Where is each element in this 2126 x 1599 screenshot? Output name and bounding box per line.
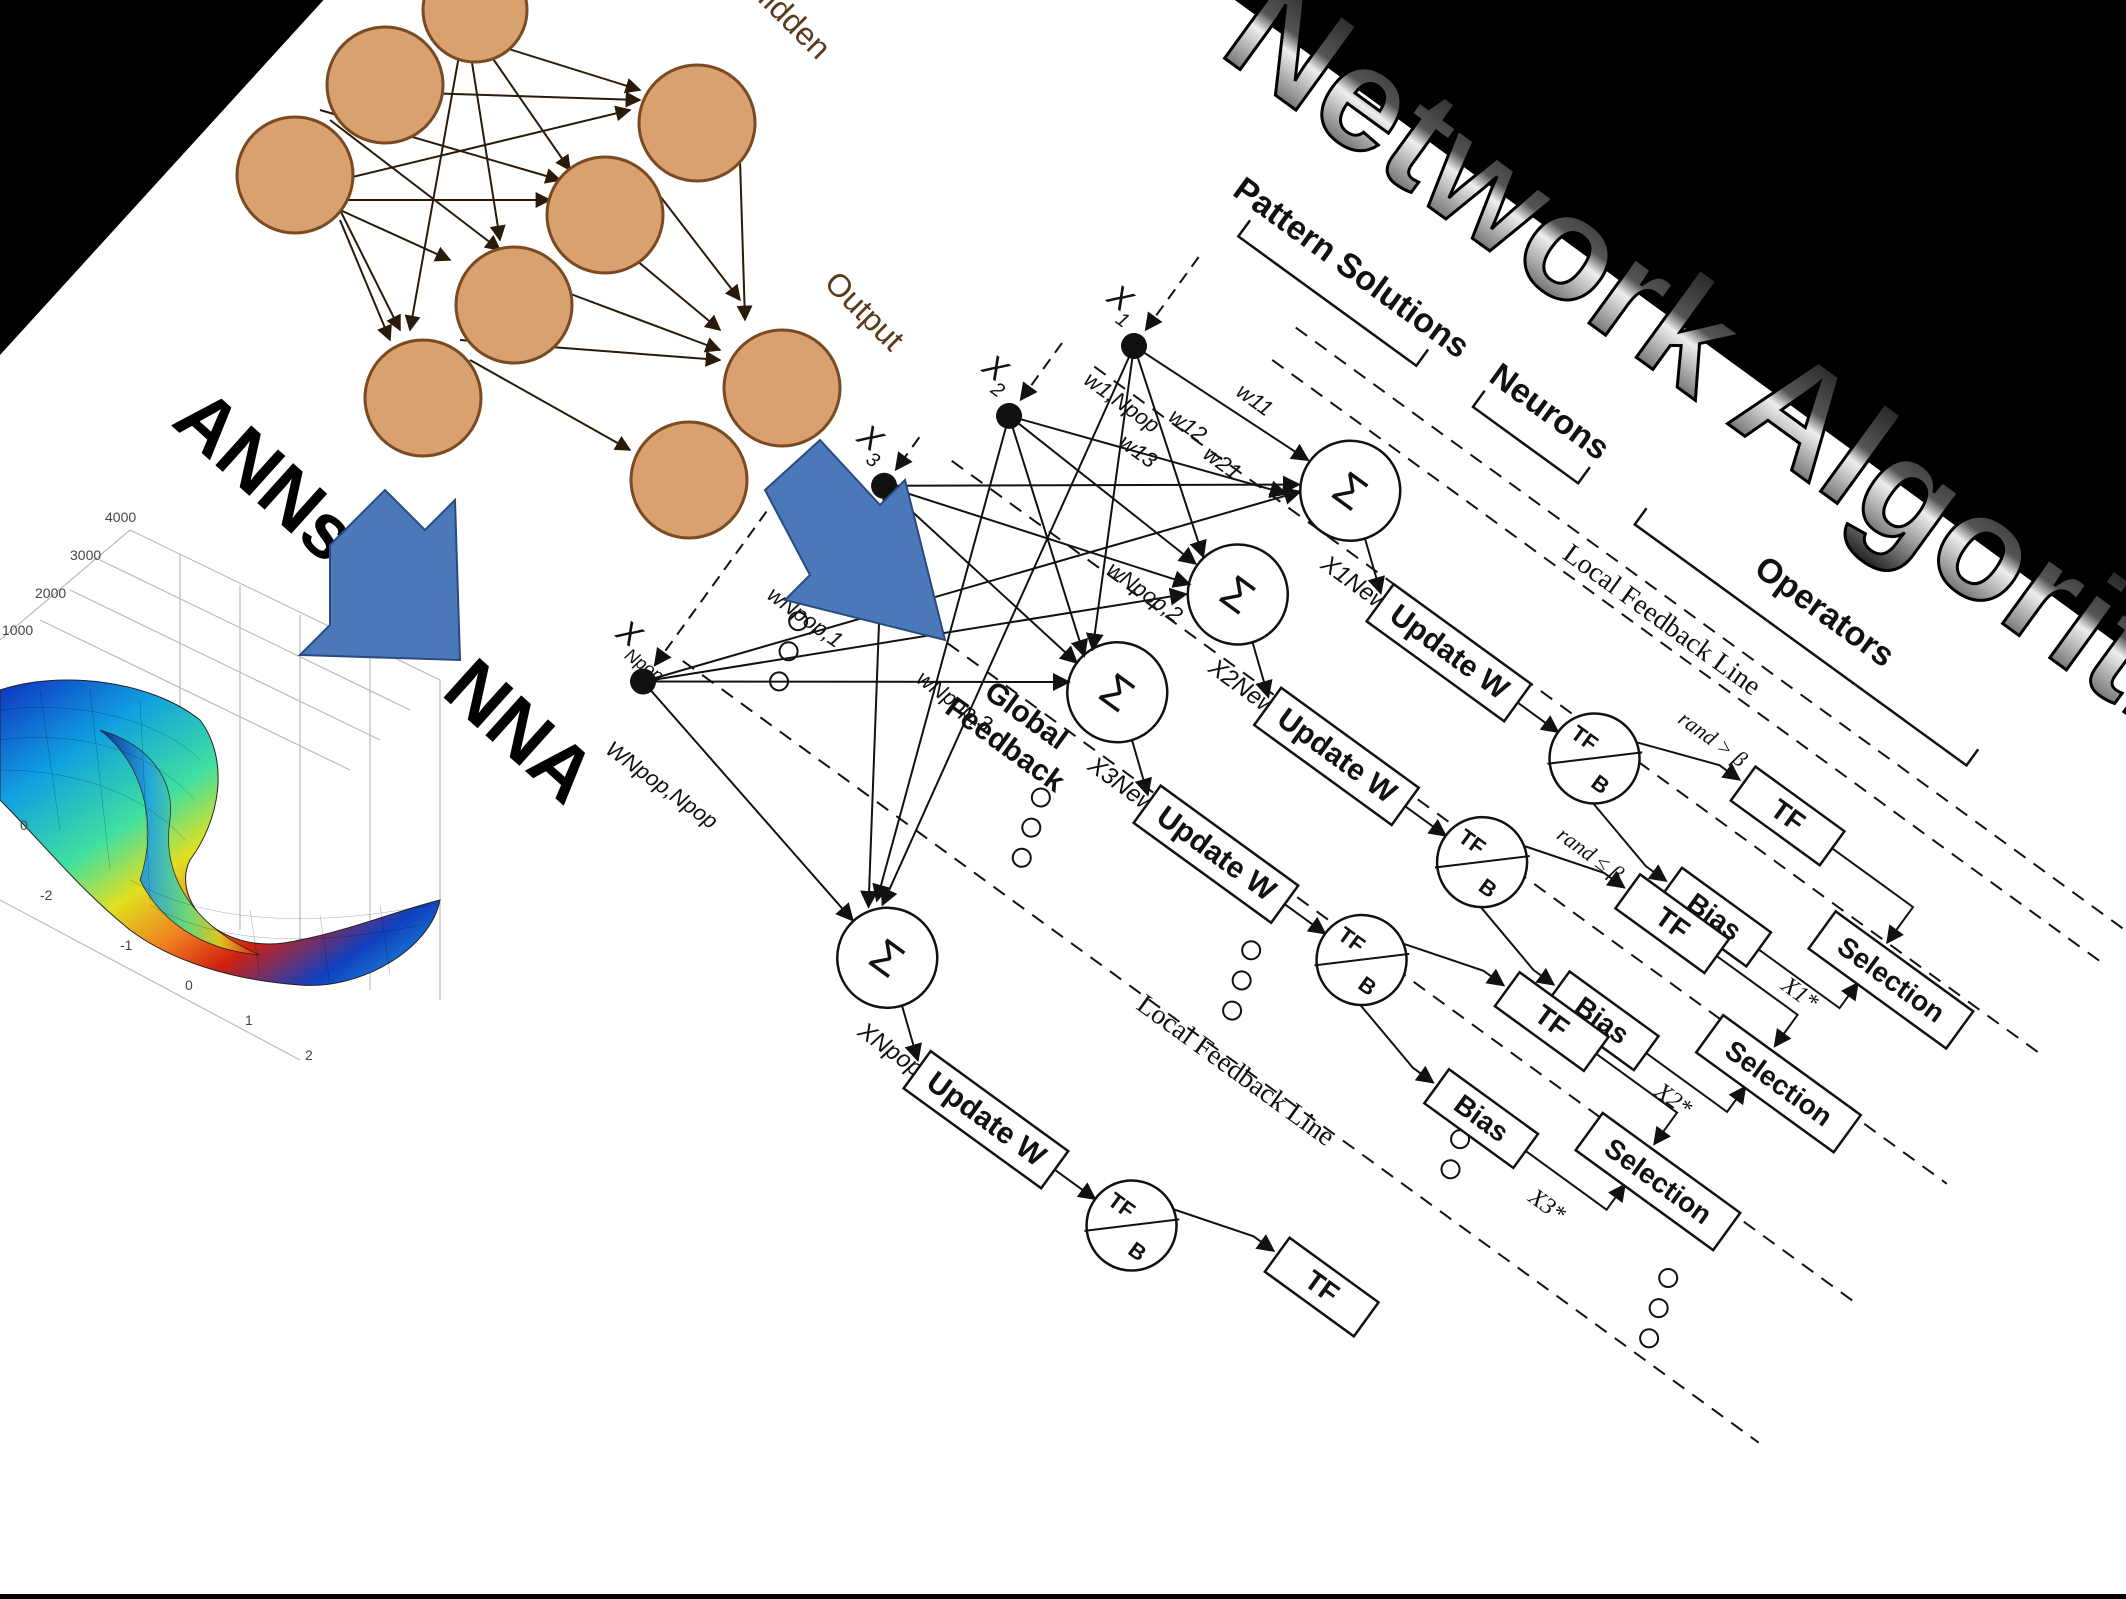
ann-neuron — [363, 338, 483, 458]
ann-neuron — [421, 0, 529, 64]
plot-x-tick: 1 — [245, 1012, 253, 1028]
selection-box-2 — [1694, 1013, 1863, 1155]
plot-x-tick: 2 — [305, 1047, 313, 1063]
surface-plot: 4000 3000 2000 1000 0 -2 -1 0 1 2 — [0, 509, 441, 1063]
plot-z-tick: 4000 — [105, 509, 136, 525]
selection-box-1 — [1806, 909, 1975, 1051]
ann-neuron — [545, 155, 665, 275]
plot-surface — [0, 679, 441, 986]
input-feedback-dashes — [653, 256, 1200, 667]
plot-mesh — [0, 689, 431, 986]
plot-surface-fold — [99, 729, 261, 956]
plot-x-ticks: -2 -1 0 1 2 — [40, 887, 313, 1063]
arrow-ann-to-schematic — [763, 438, 947, 642]
ann-neuron — [637, 63, 757, 183]
ann-neuron — [629, 420, 749, 540]
arrow-anns-to-nna — [297, 488, 462, 662]
tf-box-npop — [1263, 1235, 1381, 1339]
sigma-neuron-2 — [1186, 543, 1290, 646]
sigma-neurons — [836, 439, 1402, 1010]
ann-neuron — [235, 115, 355, 235]
weight-connections — [642, 345, 1310, 922]
plot-z-tick: 0 — [20, 817, 28, 833]
ann-neuron — [454, 245, 574, 365]
column-brackets — [1236, 219, 1980, 768]
ann-neuron — [722, 328, 842, 448]
plot-x-tick: -1 — [120, 937, 133, 953]
ann-neuron — [325, 25, 445, 145]
ellipsis-dots — [769, 611, 1679, 1349]
selection-box-3 — [1573, 1111, 1742, 1252]
ann-neurons — [235, 0, 842, 540]
plot-z-tick: 1000 — [2, 622, 33, 638]
plot-z-tick: 3000 — [70, 547, 101, 563]
sigma-neuron-npop — [836, 906, 939, 1010]
plot-x-tick: 0 — [185, 977, 193, 993]
plot-grid — [0, 529, 441, 1061]
plot-x-tick: -2 — [40, 887, 53, 903]
plot-z-tick: 2000 — [35, 585, 66, 601]
sigma-neuron-1 — [1298, 439, 1402, 542]
plot-z-ticks: 4000 3000 2000 1000 0 — [2, 509, 136, 833]
